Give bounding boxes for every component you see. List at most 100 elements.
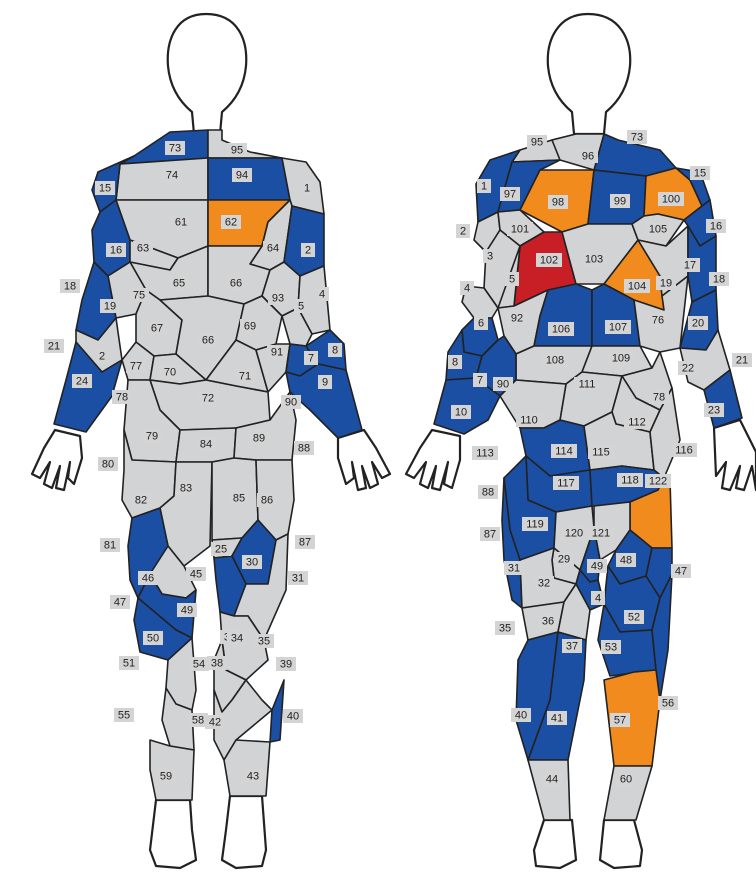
region-label-text: 15 [694,168,706,180]
region-label-text: 97 [504,189,516,201]
region-label-text: 71 [239,371,251,383]
region-label-text: 15 [99,183,111,195]
back-label-47: 47 [671,564,691,578]
region-label-text: 36 [542,616,554,628]
back-label-96: 96 [578,149,598,163]
back-region-44[interactable] [528,760,570,820]
region-label-text: 53 [605,642,617,654]
region-label-text: 72 [202,393,214,405]
region-label-text: 2 [305,245,311,257]
region-label-text: 21 [48,341,60,353]
back-label-3: 3 [483,249,497,263]
region-label-text: 55 [118,710,130,722]
front-region-43[interactable] [224,740,270,796]
front-label-2: 2 [95,349,109,363]
region-label-text: 109 [612,353,630,365]
back-label-88: 88 [478,485,498,499]
back-label-118: 118 [617,473,643,487]
back-label-106: 106 [548,322,574,336]
back-label-53: 53 [601,640,621,654]
front-label-5: 5 [294,299,308,313]
region-label-text: 47 [675,566,687,578]
region-label-text: 5 [509,274,515,286]
back-label-92: 92 [507,311,527,325]
back-label-49: 49 [587,559,607,573]
region-label-text: 87 [299,537,311,549]
front-label-85: 85 [229,491,249,505]
region-label-text: 82 [135,495,147,507]
back-label-111: 111 [574,377,600,391]
region-label-text: 105 [649,224,667,236]
region-label-text: 31 [292,573,304,585]
region-label-text: 50 [147,633,159,645]
back-label-37: 37 [562,639,582,653]
front-label-88: 88 [294,441,314,455]
region-label-text: 121 [592,528,610,540]
region-label-text: 2 [99,351,105,363]
region-label-text: 112 [628,417,646,429]
front-right-hand [32,430,82,490]
region-label-text: 49 [181,605,193,617]
back-label-15: 15 [690,166,710,180]
back-label-109: 109 [608,351,634,365]
region-label-text: 29 [558,554,570,566]
region-label-text: 84 [200,439,212,451]
back-label-121: 121 [588,526,614,540]
front-label-24: 24 [72,374,92,388]
region-label-text: 108 [546,355,564,367]
region-label-text: 7 [477,375,483,387]
front-label-43: 43 [243,769,263,783]
front-label-75: 75 [129,288,149,302]
front-label-34: 34 [227,631,247,645]
region-label-text: 18 [713,274,725,286]
region-label-text: 40 [287,711,299,723]
front-label-65: 65 [169,276,189,290]
region-label-text: 6 [478,318,484,330]
region-label-text: 24 [76,376,88,388]
front-label-66: 66 [226,276,246,290]
region-label-text: 2 [460,226,466,238]
back-label-101: 101 [507,222,533,236]
region-label-text: 70 [164,367,176,379]
front-label-39: 39 [276,657,296,671]
region-label-text: 104 [628,281,646,293]
region-label-text: 61 [175,217,187,229]
back-label-16: 16 [706,219,726,233]
region-label-text: 73 [631,132,643,144]
front-label-95: 95 [227,143,247,157]
front-label-81: 81 [100,538,120,552]
front-label-1: 1 [300,181,314,195]
front-label-73: 73 [165,141,185,155]
region-label-text: 91 [271,347,283,359]
front-label-18: 18 [60,279,80,293]
back-label-107: 107 [605,320,631,334]
region-label-text: 116 [675,445,693,457]
front-label-62: 62 [221,215,241,229]
front-label-59: 59 [156,769,176,783]
back-label-48: 48 [616,553,636,567]
front-label-64: 64 [263,241,283,255]
front-label-49: 49 [177,603,197,617]
front-label-38: 38 [207,656,227,670]
region-label-text: 79 [146,431,158,443]
region-label-text: 17 [684,260,696,272]
back-label-95: 95 [527,135,547,149]
region-label-text: 99 [614,196,626,208]
front-label-47: 47 [110,595,130,609]
front-region-2[interactable] [284,206,324,276]
front-region-40[interactable] [270,680,284,742]
region-label-text: 31 [508,563,520,575]
back-label-22: 22 [678,361,698,375]
back-label-102: 102 [536,253,562,267]
front-label-7: 7 [304,351,318,365]
back-label-41: 41 [547,711,567,725]
region-label-text: 77 [130,361,142,373]
region-label-text: 106 [552,324,570,336]
region-label-text: 107 [609,322,627,334]
back-figure: 9596731979899100152101102103105163510419… [406,14,756,868]
region-label-text: 19 [104,301,116,313]
region-label-text: 92 [511,313,523,325]
region-label-text: 3 [487,251,493,263]
